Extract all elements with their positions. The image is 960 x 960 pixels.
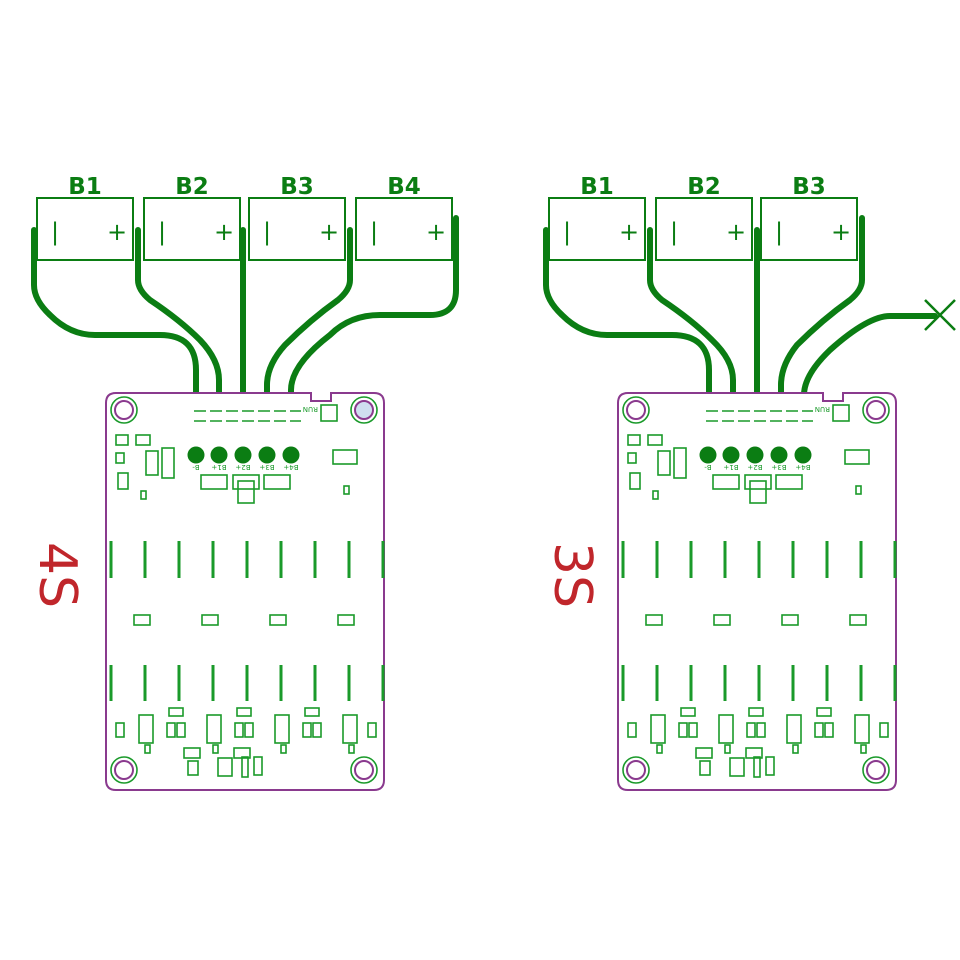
pad-label: B1+ [723,463,738,471]
minus-terminal: | [670,218,678,246]
pad-label: B4+ [795,463,810,471]
mounting-hole [862,756,890,784]
plus-terminal: + [831,218,851,246]
cell-label: B1 [68,174,102,200]
mounting-hole [862,396,890,424]
config-label-3s: 3S [542,542,602,608]
config-label-4s: 4S [27,542,87,608]
solder-pad-b4plus: B4+ [794,446,812,471]
battery-cell-1: B1 | + [36,174,134,261]
plus-terminal: + [107,218,127,246]
balance-wires-4s [31,215,459,458]
not-connected-x-icon [924,299,956,331]
pad-label: B2+ [747,463,762,471]
pad-label: B3+ [259,463,274,471]
plus-terminal: + [214,218,234,246]
mounting-hole [622,396,650,424]
mounting-hole [622,756,650,784]
minus-terminal: | [158,218,166,246]
mounting-hole [350,396,378,424]
cell-label: B4 [387,174,421,200]
solder-pad-b4plus: B4+ [282,446,300,471]
minus-terminal: | [563,218,571,246]
wire-b-minus [31,227,199,458]
battery-cell-3: B3 | + [760,174,858,261]
component-footprints [109,404,385,778]
cell-label: B1 [580,174,614,200]
battery-cell-4: B4 | + [355,174,453,261]
pad-label: B4+ [283,463,298,471]
plus-terminal: + [426,218,446,246]
cell-label: B3 [280,174,314,200]
cell-label: B3 [792,174,826,200]
battery-cell-1: B1 | + [548,174,646,261]
solder-pad-b3plus: B3+ [770,446,788,471]
plus-terminal: + [619,218,639,246]
run-led-label: RUN [815,405,830,413]
pad-label: B1+ [211,463,226,471]
plus-terminal: + [726,218,746,246]
pad-label: B2+ [235,463,250,471]
cell-label: B2 [687,174,721,200]
plus-terminal: + [319,218,339,246]
pad-label: B- [704,463,712,471]
minus-terminal: | [370,218,378,246]
balance-wires-3s [543,215,938,458]
solder-pad-b2plus: B2+ [234,446,252,471]
battery-cell-3: B3 | + [248,174,346,261]
solder-pad-b1plus: B1+ [210,446,228,471]
battery-cell-2: B2 | + [655,174,753,261]
component-footprints [621,404,897,778]
wire-b4-plus [288,215,459,458]
wire-b1-plus [135,227,222,458]
mounting-hole [110,396,138,424]
battery-cell-2: B2 | + [143,174,241,261]
solder-pad-b: B- [699,446,717,471]
solder-pad-b: B- [187,446,205,471]
wire-b1-plus [647,227,736,458]
pad-label: B3+ [771,463,786,471]
run-led-label: RUN [303,405,318,413]
cell-label: B2 [175,174,209,200]
mounting-hole [110,756,138,784]
solder-pad-b2plus: B2+ [746,446,764,471]
solder-pad-b3plus: B3+ [258,446,276,471]
wire-b3-plus [778,215,865,458]
mounting-hole [350,756,378,784]
minus-terminal: | [263,218,271,246]
minus-terminal: | [51,218,59,246]
wire-b-minus [543,227,712,458]
pad-label: B- [192,463,200,471]
wire-b3-plus [264,227,353,458]
solder-pad-b1plus: B1+ [722,446,740,471]
wire-b4-plus-unused [801,313,938,458]
minus-terminal: | [775,218,783,246]
